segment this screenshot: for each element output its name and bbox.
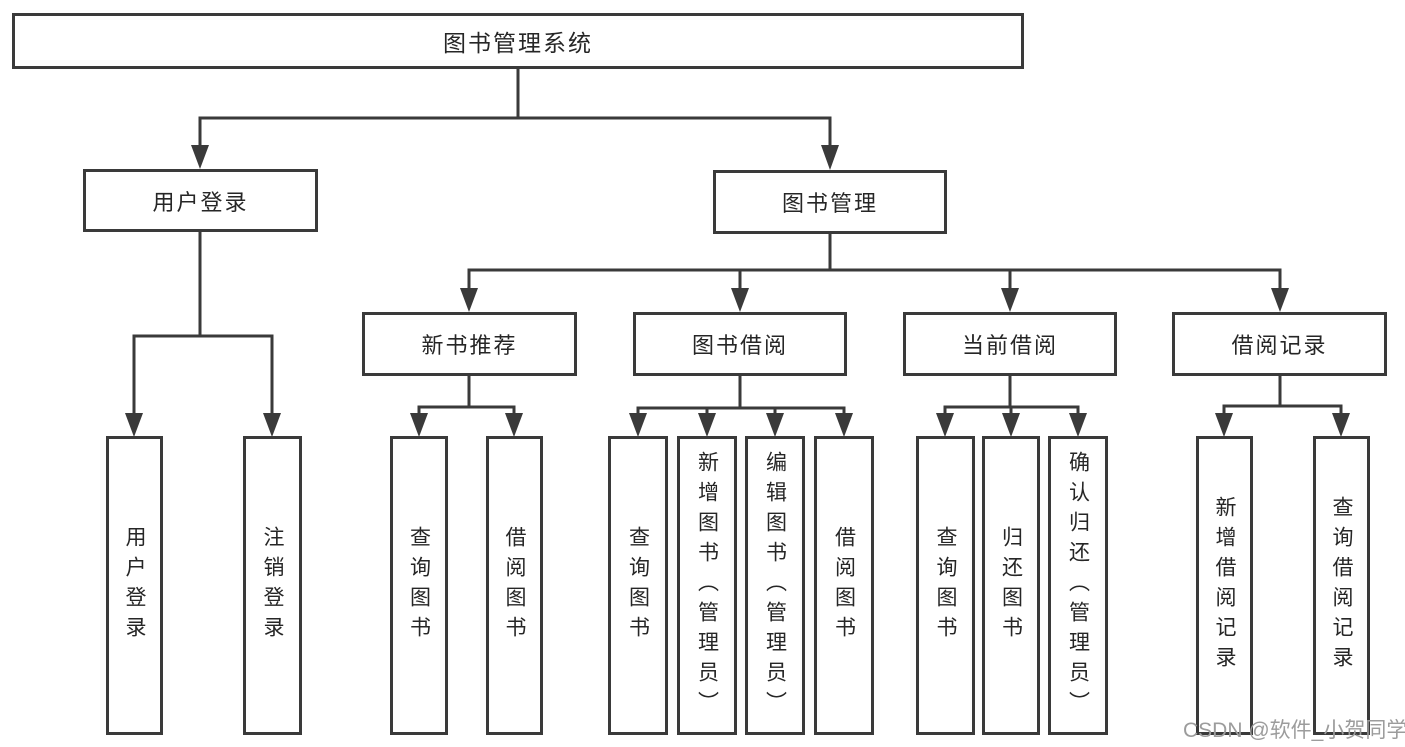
- node-book-borrow: 图书借阅: [633, 312, 847, 376]
- node-label: 新增图书（管理员）: [695, 450, 719, 721]
- leaf-recommend-query-book: 查询图书: [390, 436, 448, 735]
- node-label: 图书借阅: [691, 333, 788, 358]
- node-label: 借阅记录: [1231, 333, 1328, 358]
- node-label: 借阅图书: [832, 525, 856, 646]
- node-label: 新书推荐: [421, 333, 518, 358]
- leaf-current-return-book: 归还图书: [982, 436, 1040, 735]
- leaf-logout: 注销登录: [243, 436, 302, 735]
- node-current-borrow: 当前借阅: [903, 312, 1117, 376]
- leaf-current-query-book: 查询图书: [916, 436, 975, 735]
- leaf-records-query-record: 查询借阅记录: [1313, 436, 1370, 735]
- leaf-borrow-borrow-book: 借阅图书: [814, 436, 874, 735]
- leaf-borrow-add-book-admin: 新增图书（管理员）: [677, 436, 737, 735]
- node-label: 图书管理系统: [443, 30, 593, 56]
- node-label: 图书管理: [781, 191, 878, 216]
- node-label: 查询图书: [626, 525, 650, 646]
- node-borrow-records: 借阅记录: [1172, 312, 1387, 376]
- node-label: 查询图书: [934, 525, 957, 646]
- node-book-management: 图书管理: [713, 170, 947, 234]
- node-label: 新增借阅记录: [1213, 495, 1236, 676]
- node-label: 借阅图书: [503, 525, 526, 646]
- node-label: 编辑图书（管理员）: [763, 450, 787, 721]
- node-label: 确认归还（管理员）: [1066, 450, 1090, 721]
- node-label: 注销登录: [261, 525, 284, 646]
- node-label: 归还图书: [999, 525, 1023, 646]
- node-label: 用户登录: [123, 525, 146, 646]
- node-label: 查询借阅记录: [1330, 495, 1353, 676]
- csdn-watermark: CSDN @软件_小贺同学: [1183, 719, 1405, 742]
- leaf-user-login: 用户登录: [106, 436, 163, 735]
- node-new-book-recommend: 新书推荐: [362, 312, 577, 376]
- node-label: 查询图书: [407, 525, 431, 646]
- node-user-login: 用户登录: [83, 169, 318, 232]
- node-label: 当前借阅: [961, 333, 1058, 358]
- leaf-records-add-record: 新增借阅记录: [1196, 436, 1253, 735]
- node-library-system: 图书管理系统: [12, 13, 1024, 69]
- leaf-borrow-edit-book-admin: 编辑图书（管理员）: [745, 436, 805, 735]
- leaf-borrow-query-book: 查询图书: [608, 436, 668, 735]
- node-label: 用户登录: [152, 189, 249, 215]
- leaf-current-confirm-return-admin: 确认归还（管理员）: [1048, 436, 1108, 735]
- leaf-recommend-borrow-book: 借阅图书: [486, 436, 543, 735]
